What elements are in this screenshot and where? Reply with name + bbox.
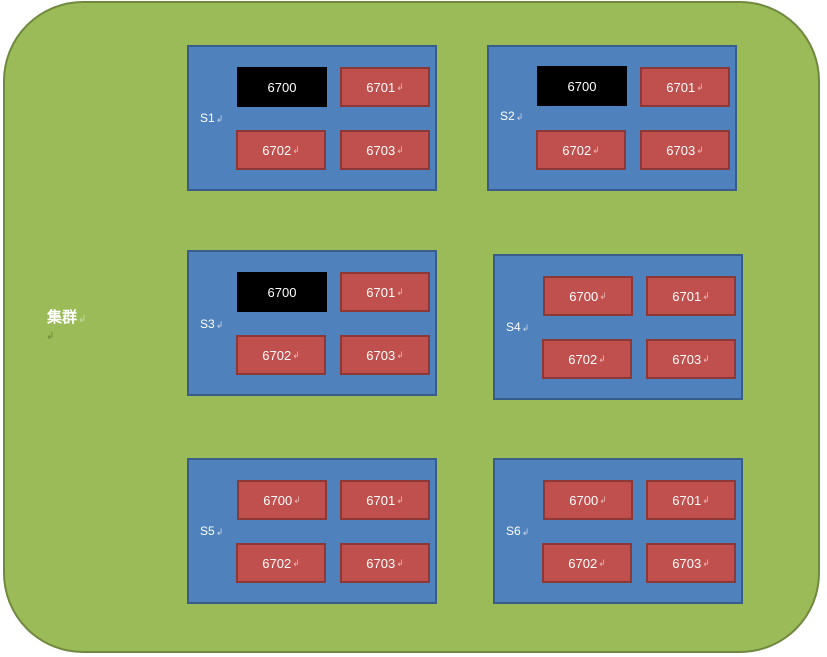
port-6703: 6703↲ <box>340 543 430 583</box>
port-6700: 6700↲ <box>237 67 327 107</box>
server-label: S4↲ <box>506 320 530 334</box>
cluster-label: 集群↲ <box>47 308 87 326</box>
port-6702: 6702↲ <box>236 543 326 583</box>
port-6703: 6703↲ <box>646 543 736 583</box>
server-s4: S4↲ 6700↲ 6701↲ 6702↲ 6703↲ <box>493 254 743 400</box>
port-6702: 6702↲ <box>542 543 632 583</box>
server-s5: S5↲ 6700↲ 6701↲ 6702↲ 6703↲ <box>187 458 437 604</box>
port-6701: 6701↲ <box>646 276 736 316</box>
server-s6: S6↲ 6700↲ 6701↲ 6702↲ 6703↲ <box>493 458 743 604</box>
server-label: S3↲ <box>200 317 224 331</box>
port-6702: 6702↲ <box>236 335 326 375</box>
port-6701: 6701↲ <box>340 67 430 107</box>
port-6701: 6701↲ <box>340 272 430 312</box>
server-label: S5↲ <box>200 524 224 538</box>
port-6701: 6701↲ <box>340 480 430 520</box>
port-6702: 6702↲ <box>236 130 326 170</box>
port-6700: 6700↲ <box>237 480 327 520</box>
port-6702: 6702↲ <box>536 130 626 170</box>
port-6700: 6700↲ <box>237 272 327 312</box>
port-6701: 6701↲ <box>646 480 736 520</box>
server-s3: S3↲ 6700↲ 6701↲ 6702↲ 6703↲ <box>187 250 437 396</box>
port-6700: 6700↲ <box>537 66 627 106</box>
port-6703: 6703↲ <box>340 335 430 375</box>
port-6700: 6700↲ <box>543 276 633 316</box>
server-label: S1↲ <box>200 111 224 125</box>
port-6702: 6702↲ <box>542 339 632 379</box>
server-label: S6↲ <box>506 524 530 538</box>
server-s1: S1↲ 6700↲ 6701↲ 6702↲ 6703↲ <box>187 45 437 191</box>
paragraph-mark-icon: ↲ <box>46 331 55 342</box>
port-6703: 6703↲ <box>340 130 430 170</box>
port-6703: 6703↲ <box>640 130 730 170</box>
port-6700: 6700↲ <box>543 480 633 520</box>
server-s2: S2↲ 6700↲ 6701↲ 6702↲ 6703↲ <box>487 45 737 191</box>
port-6703: 6703↲ <box>646 339 736 379</box>
port-6701: 6701↲ <box>640 67 730 107</box>
server-label: S2↲ <box>500 109 524 123</box>
